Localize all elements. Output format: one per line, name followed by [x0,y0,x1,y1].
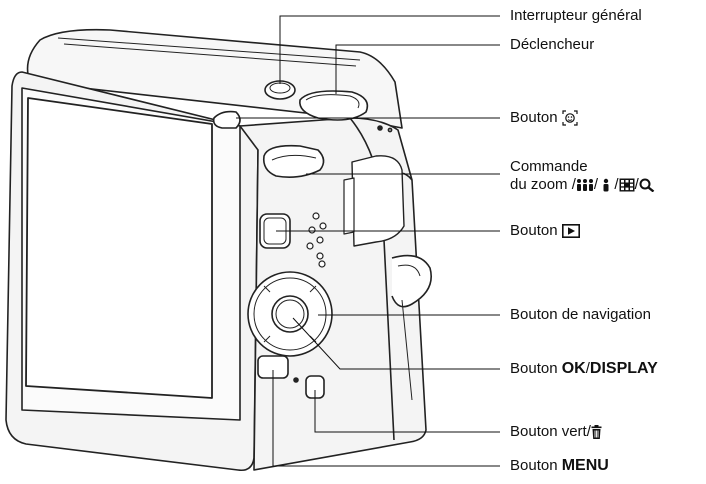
label-power-switch: Interrupteur général [510,7,642,24]
label-zoom-line1: Commande [510,158,588,175]
strap-lug [391,254,432,308]
ok-button-shape [271,295,309,333]
lcd-screen [25,97,213,399]
label-ok-sep: / [585,360,590,377]
label-green-button: Bouton vert/ [510,423,602,440]
label-display-bold: DISPLAY [589,360,658,377]
label-nav-button: Bouton de navigation [510,306,651,323]
leader-ok [292,317,500,370]
label-green-prefix: Bouton vert/ [510,423,591,440]
leader-power [279,15,500,84]
label-menu-button: Bouton MENU [510,457,609,474]
playback-icon [561,224,580,239]
shutter-release-shape [299,90,369,121]
label-zoom-prefix: du zoom / [510,176,576,193]
label-face-button: Bouton [510,109,578,126]
face-button-shape [212,110,241,129]
label-ok-bold: OK [561,360,586,377]
leader-green [314,390,500,433]
label-ok-prefix: Bouton [510,360,558,377]
label-face-prefix: Bouton [510,109,558,126]
label-menu-bold: MENU [561,457,609,474]
label-ok-display: Bouton OK/DISPLAY [510,360,658,377]
trash-icon [591,425,602,440]
face-detection-icon [562,110,578,126]
magnifier-icon [639,178,654,193]
label-zoom-line2: du zoom // // [510,176,655,193]
multi-person-icon [576,179,593,192]
label-shutter-release: Déclencheur [510,36,595,53]
leader-shutter [335,44,500,94]
label-menu-prefix: Bouton [510,457,558,474]
label-playback-button: Bouton [510,222,580,239]
zoom-lever-shape [262,144,325,178]
leader-menu [272,370,500,467]
label-playback-prefix: Bouton [510,222,558,239]
grid-thumbnail-icon [619,178,635,192]
single-person-icon [603,178,609,192]
leader-lines [236,15,500,467]
